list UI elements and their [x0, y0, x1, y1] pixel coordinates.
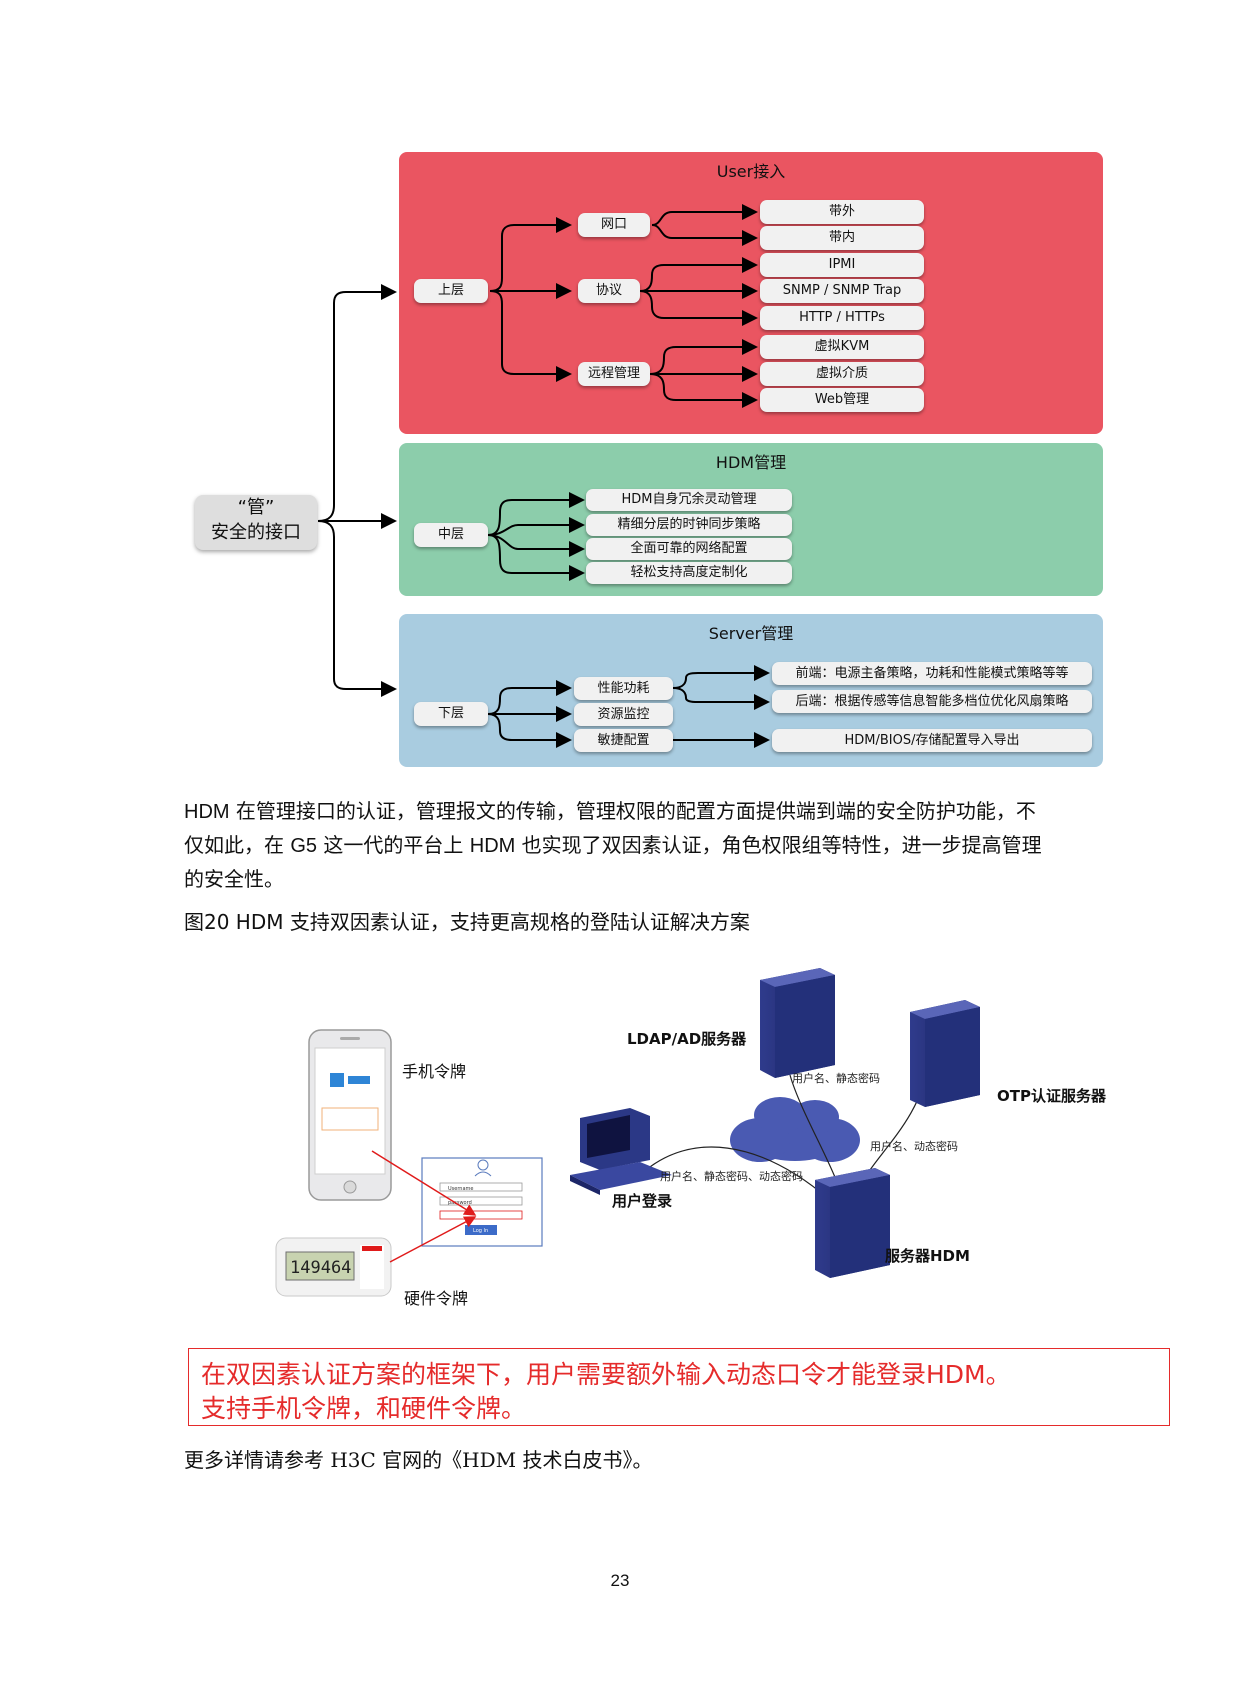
layer-lower: 下层 — [414, 702, 488, 726]
page-number: 23 — [610, 1571, 630, 1590]
leaf-web-management: Web管理 — [760, 388, 924, 412]
hdm-item-redundancy: HDM自身冗余灵动管理 — [586, 489, 792, 511]
hdm-server-label: 服务器HDM — [885, 1247, 970, 1265]
callout-line-2: 支持手机令牌，和硬件令牌。 — [201, 1394, 527, 1423]
figure-caption: 图20 HDM 支持双因素认证，支持更高规格的登陆认证解决方案 — [184, 910, 750, 934]
layer-middle: 中层 — [414, 523, 488, 547]
login-password-text: password — [448, 1200, 472, 1206]
root-node-line2: 安全的接口 — [211, 522, 301, 543]
group-protocol: 协议 — [578, 279, 640, 303]
login-username-text: Username — [448, 1186, 474, 1192]
callout-box: 在双因素认证方案的框架下，用户需要额外输入动态口令才能登录HDM。 支持手机令牌… — [188, 1348, 1170, 1426]
server-group-config: 敏捷配置 — [574, 729, 673, 752]
hardware-token-label: 硬件令牌 — [404, 1289, 469, 1308]
phone-token-icon — [308, 1029, 392, 1201]
login-form-icon — [421, 1157, 543, 1247]
text-segment: 在管理接口的认证，管理报文的传输，管理权限的配置方面提供端到端的安全防护功能，不 — [229, 799, 1036, 823]
group-port: 网口 — [578, 213, 650, 237]
text-segment: 这一代的平台上 — [317, 833, 470, 857]
phone-token-label: 手机令牌 — [402, 1062, 467, 1081]
hardware-token-icon — [275, 1237, 392, 1297]
server-group-monitoring: 资源监控 — [574, 703, 673, 726]
edge-label-otp: 用户名、动态密码 — [870, 1140, 958, 1153]
edge-label-ldap: 用户名、静态密码 — [792, 1072, 880, 1085]
hdm-management-title: HDM管理 — [715, 453, 787, 472]
hardware-token-digits: 149464 — [290, 1258, 351, 1278]
root-node: “管” 安全的接口 — [195, 495, 317, 550]
paragraph-line-2: 仅如此，在 G5 这一代的平台上 HDM 也实现了双因素认证，角色权限组等特性，… — [184, 829, 1124, 863]
text-hdm: HDM — [469, 835, 516, 857]
text-g5: G5 — [290, 835, 318, 857]
leaf-virtual-kvm: 虚拟KVM — [760, 335, 924, 359]
ldap-server-label: LDAP/AD服务器 — [627, 1030, 747, 1048]
hdm-item-network: 全面可靠的网络配置 — [586, 538, 792, 560]
group-remote: 远程管理 — [578, 362, 650, 386]
ldap-server-icon — [760, 968, 835, 1078]
leaf-in-band: 带内 — [760, 226, 924, 250]
text-hdm: HDM — [184, 801, 230, 823]
leaf-http: HTTP / HTTPs — [760, 306, 924, 330]
login-button-text: Log In — [473, 1228, 488, 1234]
leaf-ipmi: IPMI — [760, 253, 924, 277]
reference-paragraph: 更多详情请参考 H3C 官网的《HDM 技术白皮书》。 — [184, 1448, 653, 1472]
paragraph-line-1: HDM 在管理接口的认证，管理报文的传输，管理权限的配置方面提供端到端的安全防护… — [184, 795, 1124, 829]
diagram-connectors — [317, 204, 770, 748]
layer-upper: 上层 — [414, 279, 488, 303]
user-login-label: 用户登录 — [612, 1192, 673, 1210]
hdm-server-icon — [815, 1168, 890, 1278]
intro-paragraph: HDM 在管理接口的认证，管理报文的传输，管理权限的配置方面提供端到端的安全防护… — [184, 795, 1124, 896]
otp-server-label: OTP认证服务器 — [997, 1087, 1106, 1105]
network-cloud-icon — [730, 1097, 860, 1162]
user-pc-icon — [570, 1108, 672, 1195]
server-detail-import-export: HDM/BIOS/存储配置导入导出 — [772, 729, 1092, 752]
server-detail-backend: 后端：根据传感等信息智能多档位优化风扇策略 — [772, 690, 1092, 713]
paragraph-line-3: 的安全性。 — [184, 867, 284, 891]
server-detail-frontend: 前端：电源主备策略，功耗和性能模式策略等等 — [772, 662, 1092, 685]
leaf-out-of-band: 带外 — [760, 200, 924, 224]
text-segment: 也实现了双因素认证，角色权限组等特性，进一步提高管理 — [515, 833, 1042, 857]
leaf-virtual-media: 虚拟介质 — [760, 362, 924, 386]
edge-label-user: 用户名、静态密码、动态密码 — [660, 1170, 803, 1183]
server-group-performance: 性能功耗 — [574, 677, 673, 700]
otp-server-icon — [910, 1000, 980, 1107]
leaf-snmp: SNMP / SNMP Trap — [760, 279, 924, 303]
callout-line-1: 在双因素认证方案的框架下，用户需要额外输入动态口令才能登录HDM。 — [201, 1360, 1011, 1389]
hdm-item-customization: 轻松支持高度定制化 — [586, 562, 792, 584]
root-node-line1: “管” — [237, 497, 275, 518]
user-access-title: User接入 — [716, 162, 786, 181]
server-management-title: Server管理 — [708, 624, 794, 643]
hdm-item-clock-sync: 精细分层的时钟同步策略 — [586, 514, 792, 536]
text-segment: 仅如此，在 — [184, 833, 291, 857]
